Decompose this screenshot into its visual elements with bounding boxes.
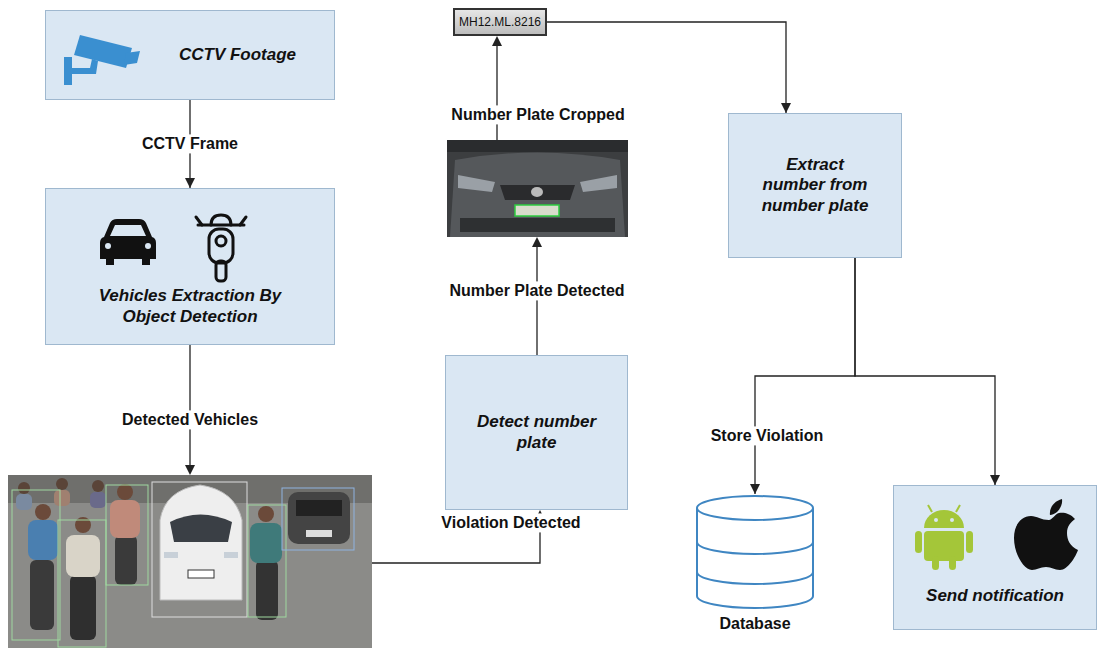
arrowhead bbox=[750, 484, 760, 494]
flow-label: Violation Detected bbox=[438, 513, 583, 532]
node-text: Send notification bbox=[926, 586, 1064, 606]
node-text: MH12.ML.8216 bbox=[459, 15, 541, 29]
platform-icons bbox=[894, 486, 1098, 631]
node-text: Extract number from number plate bbox=[756, 155, 874, 216]
number-plate: MH12.ML.8216 bbox=[453, 8, 547, 36]
detected-vehicles-photo bbox=[8, 475, 372, 648]
process-box: Vehicles Extraction By Object Detection bbox=[45, 188, 335, 345]
flow-label: Number Plate Cropped bbox=[448, 105, 627, 124]
process-box: Extract number from number plate bbox=[728, 113, 902, 258]
database-symbol bbox=[690, 494, 820, 610]
connector bbox=[750, 258, 855, 494]
node-text: CCTV Footage bbox=[179, 45, 296, 65]
car-front-photo bbox=[447, 140, 628, 237]
arrowhead bbox=[990, 475, 1000, 485]
edge-label: Store Violation bbox=[708, 426, 827, 445]
node-text: Vehicles Extraction By Object Detection bbox=[95, 286, 285, 327]
edge-label: CCTV Frame bbox=[139, 134, 241, 153]
arrowhead bbox=[781, 103, 791, 113]
connector bbox=[855, 258, 1000, 485]
connector-line bbox=[755, 258, 855, 494]
database-cylinder: Database bbox=[690, 494, 820, 640]
flow-label: Detected Vehicles bbox=[119, 410, 261, 429]
node-text: Database bbox=[719, 614, 790, 633]
connector-line bbox=[547, 22, 786, 113]
connector-line bbox=[855, 258, 995, 485]
process-box: Detect number plate bbox=[445, 355, 628, 510]
process-box: Send notification bbox=[893, 485, 1097, 630]
flow-label: Number Plate Detected bbox=[446, 281, 627, 300]
connector bbox=[547, 22, 791, 113]
arrowhead bbox=[185, 178, 195, 188]
node-text: Detect number plate bbox=[462, 412, 612, 453]
process-box: CCTV Footage bbox=[45, 10, 335, 100]
